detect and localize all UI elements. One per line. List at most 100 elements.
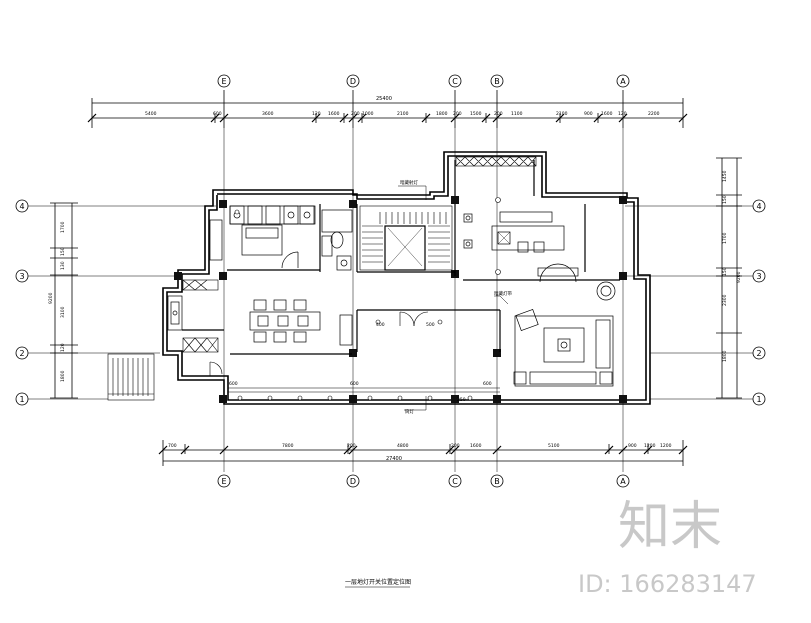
- bathroom-fixtures: [321, 209, 353, 271]
- bottom-overall-dimension: 27400: [386, 456, 402, 462]
- bottom-dimension-chain: [162, 440, 684, 466]
- svg-text:200: 200: [453, 111, 462, 117]
- svg-text:C: C: [452, 77, 458, 86]
- svg-text:E: E: [221, 77, 226, 86]
- svg-text:2200: 2200: [648, 111, 660, 117]
- entry-cabinet: [167, 295, 183, 331]
- axis-bubble-d-top: [346, 74, 360, 88]
- axis-bubble-d-bottom: [346, 474, 360, 488]
- exterior-steps: [107, 353, 155, 401]
- note-concealed-spotlight: 暗藏射灯: [400, 179, 418, 186]
- svg-text:B: B: [494, 77, 500, 86]
- svg-text:D: D: [350, 77, 356, 86]
- note-downlight: 筒灯: [405, 408, 414, 415]
- svg-text:9200: 9200: [736, 271, 742, 283]
- svg-text:130: 130: [60, 261, 66, 270]
- svg-text:150: 150: [60, 247, 66, 256]
- svg-text:120: 120: [618, 111, 627, 117]
- bottom-dimension-ticks: [158, 445, 688, 455]
- svg-text:2: 2: [19, 349, 24, 358]
- axis-bubble-e-bottom: [217, 474, 231, 488]
- svg-text:D: D: [350, 477, 356, 486]
- dim-label-e: 500: [426, 322, 435, 328]
- svg-text:1500: 1500: [470, 111, 482, 117]
- svg-text:200: 200: [451, 443, 460, 449]
- structural-columns: [174, 196, 627, 403]
- top-axis-bubbles: [217, 74, 630, 88]
- svg-text:2100: 2100: [556, 111, 568, 117]
- note-concealed-strip: 暗藏灯带: [494, 290, 512, 297]
- dim-label-f: 250: [457, 397, 466, 403]
- axis-bubble-b-top: [490, 74, 504, 88]
- svg-text:1600: 1600: [470, 443, 482, 449]
- svg-text:5400: 5400: [145, 111, 157, 117]
- svg-text:1: 1: [756, 395, 761, 404]
- dim-label-d: 400: [376, 322, 385, 328]
- svg-text:3600: 3600: [262, 111, 274, 117]
- svg-text:900: 900: [628, 443, 637, 449]
- leader-lines: [398, 185, 509, 411]
- svg-text:1800: 1800: [722, 350, 728, 362]
- svg-text:700: 700: [168, 443, 177, 449]
- svg-text:2300: 2300: [722, 294, 728, 306]
- top-overall-dimension: 25400: [376, 96, 392, 102]
- exterior-walls: [162, 151, 651, 405]
- horizontal-grid-lines-right: [625, 205, 753, 400]
- svg-text:600: 600: [213, 111, 222, 117]
- svg-text:5100: 5100: [548, 443, 560, 449]
- svg-text:B: B: [494, 477, 500, 486]
- bottom-axis-labels: E D C B A: [221, 477, 626, 486]
- svg-text:120: 120: [60, 343, 66, 352]
- svg-text:200: 200: [494, 111, 503, 117]
- kitchen-island: [463, 211, 579, 283]
- svg-text:120: 120: [312, 111, 321, 117]
- bottom-dimension-labels: 700 7800 200 4800 200 1600 5100 900 1200…: [168, 443, 672, 449]
- svg-text:150: 150: [722, 195, 728, 204]
- svg-text:1200: 1200: [644, 443, 656, 449]
- svg-text:1800: 1800: [60, 370, 66, 382]
- svg-text:1600: 1600: [328, 111, 340, 117]
- drawing-title: 一层地灯开关位置定位图: [345, 578, 411, 586]
- svg-text:2: 2: [756, 349, 761, 358]
- right-axis-bubbles: [752, 199, 766, 406]
- svg-text:150: 150: [722, 267, 728, 276]
- svg-text:1100: 1100: [511, 111, 523, 117]
- watermark-brand: 知末: [618, 497, 722, 557]
- dim-label-c: 600: [483, 381, 492, 387]
- svg-text:1700: 1700: [60, 221, 66, 233]
- svg-text:C: C: [452, 477, 458, 486]
- plan-annotations: 暗藏射灯 暗藏灯带 筒灯 600 600 600 400 500 250: [229, 179, 512, 415]
- svg-text:1000: 1000: [362, 111, 374, 117]
- dim-label-a: 600: [229, 381, 238, 387]
- svg-text:A: A: [620, 77, 626, 86]
- svg-text:900: 900: [584, 111, 593, 117]
- right-axis-labels: 4 3 2 1: [756, 202, 761, 404]
- svg-text:200: 200: [347, 443, 356, 449]
- stair-core: [359, 205, 453, 271]
- interior-walls: [182, 160, 620, 355]
- left-dimension-labels: 1700 150 130 9200 3100 120 1800: [48, 221, 66, 382]
- dim-label-b: 600: [350, 381, 359, 387]
- svg-text:4: 4: [19, 202, 24, 211]
- living-room-sofa: [513, 281, 616, 387]
- svg-text:3100: 3100: [60, 306, 66, 318]
- svg-text:9200: 9200: [48, 292, 54, 304]
- dining-set: [249, 299, 353, 346]
- svg-text:3: 3: [19, 272, 24, 281]
- axis-bubble-a-bottom: [616, 474, 630, 488]
- axis-bubble-b-bottom: [490, 474, 504, 488]
- top-axis-labels: E D C B A: [221, 77, 626, 86]
- svg-text:4800: 4800: [397, 443, 409, 449]
- svg-text:1450: 1450: [722, 170, 728, 182]
- corridor-band: [228, 387, 500, 393]
- light-fixtures: [234, 197, 501, 401]
- svg-text:2100: 2100: [397, 111, 409, 117]
- svg-text:E: E: [221, 477, 226, 486]
- watermark-id: ID: 166283147: [578, 570, 757, 598]
- left-axis-labels: 4 3 2 1: [19, 202, 24, 404]
- svg-text:4: 4: [756, 202, 761, 211]
- horizontal-grid-lines-left: [28, 205, 216, 400]
- svg-text:3: 3: [756, 272, 761, 281]
- svg-text:1200: 1200: [660, 443, 672, 449]
